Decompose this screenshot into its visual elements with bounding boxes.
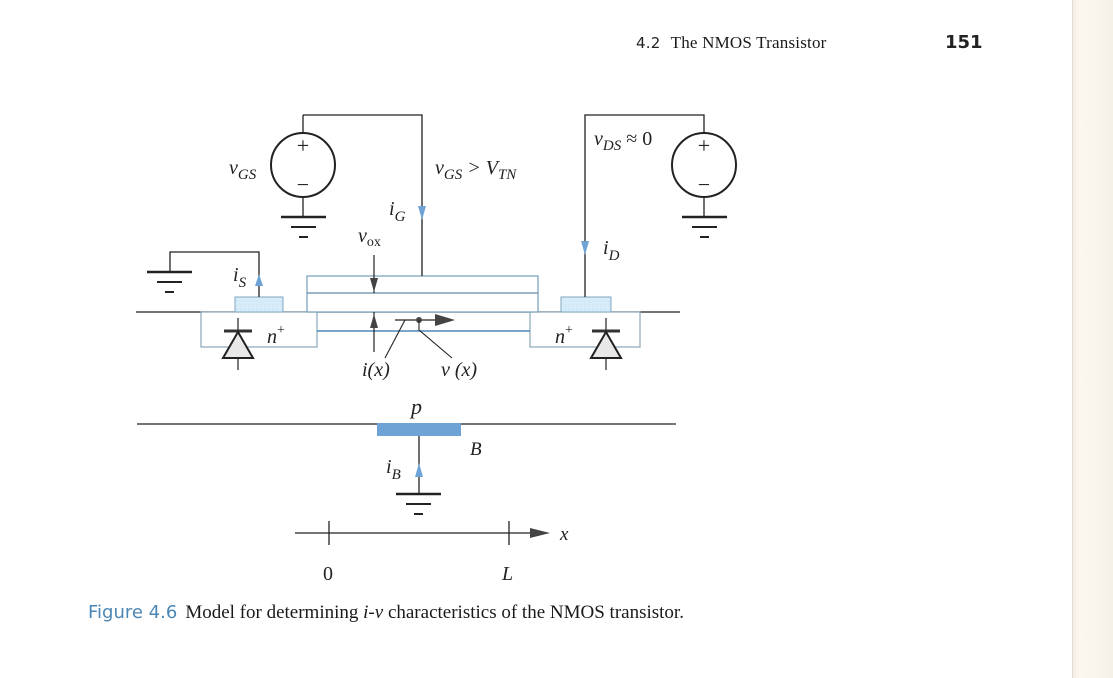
vgs-condition-label: vGS > VTN <box>435 157 517 183</box>
vox-down-arrow-icon <box>370 278 378 292</box>
vx-label: v (x) <box>441 359 477 381</box>
ib-arrow-icon <box>415 463 423 477</box>
vgs-minus-sign: − <box>297 172 309 197</box>
drain-wire <box>584 114 705 297</box>
vgs-label: vGS <box>229 157 257 183</box>
ix-label: i(x) <box>362 359 390 381</box>
vgs-plus-sign: + <box>297 133 309 158</box>
x-axis-tick-label-0: 0 <box>323 563 333 585</box>
section-number: 4.2 <box>636 34 661 52</box>
ground-icon <box>281 215 326 238</box>
running-head: 4.2 The NMOS Transistor <box>636 33 827 53</box>
drain-contact <box>560 296 612 313</box>
n-plus-source-region <box>200 311 318 348</box>
gate-oxide-stack <box>306 275 539 313</box>
gate-wire <box>303 114 423 276</box>
id-label: iD <box>603 237 620 264</box>
x-axis-tick-label-L: L <box>501 563 513 585</box>
ig-label: iG <box>389 198 406 225</box>
body-terminal-label: B <box>470 439 482 460</box>
ig-arrow-icon <box>418 206 426 220</box>
p-region-label: p <box>409 394 422 419</box>
ground-icon <box>682 215 727 238</box>
ground-icon <box>396 492 441 515</box>
n-plus-drain-region <box>529 311 641 348</box>
drain-diode-icon <box>589 318 623 370</box>
figure-number: Figure 4.6 <box>88 602 178 623</box>
page-edge <box>1072 0 1113 678</box>
body-contact <box>377 423 461 436</box>
x-axis-label: x <box>559 524 569 545</box>
ib-label: iB <box>386 456 401 483</box>
source-diode-icon <box>221 318 255 370</box>
is-arrow-icon <box>255 274 263 286</box>
current-direction-arrow-icon <box>435 314 455 326</box>
vds-label: vDS ≈ 0 <box>594 128 652 154</box>
source-contact <box>234 296 284 313</box>
vds-plus-sign: + <box>698 133 710 158</box>
section-title: The NMOS Transistor <box>670 33 827 52</box>
caption-text-italic: i-v <box>363 602 384 623</box>
vox-label: vox <box>358 225 381 250</box>
vds-minus-sign: − <box>698 172 710 197</box>
vox-up-arrow-icon <box>370 314 378 328</box>
caption-text-after: characteristics of the NMOS transistor. <box>383 602 684 623</box>
caption-text-before: Model for determining <box>185 602 364 623</box>
n-plus-drain-label: n+ <box>555 323 573 348</box>
figure-caption: Figure 4.6 Model for determining i-v char… <box>88 602 684 624</box>
x-axis-arrow-icon <box>530 528 550 538</box>
ground-icon <box>147 270 192 293</box>
is-label: iS <box>233 264 247 291</box>
id-arrow-icon <box>581 241 589 255</box>
n-plus-source-label: n+ <box>267 323 285 348</box>
page-number: 151 <box>945 32 983 53</box>
